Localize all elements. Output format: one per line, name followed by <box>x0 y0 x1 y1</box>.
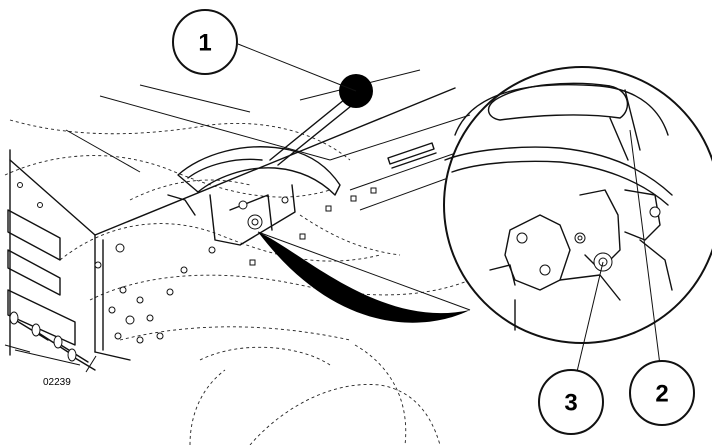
magnifier <box>257 66 712 344</box>
detail-view <box>444 82 673 331</box>
figure-id-leader <box>85 355 97 373</box>
leader-line-2 <box>629 129 661 366</box>
leader-line-3 <box>574 261 604 381</box>
leader-line-1 <box>237 43 357 92</box>
callout-3-label: 3 <box>564 390 577 417</box>
callout-1-label: 1 <box>198 30 211 57</box>
latch-handle <box>167 94 357 246</box>
callout-3: 3 <box>538 369 604 435</box>
background-contours <box>4 119 471 445</box>
callout-1: 1 <box>172 9 238 75</box>
callout-2: 2 <box>629 360 695 426</box>
figure-id: 02239 <box>43 377 71 388</box>
callout-2-label: 2 <box>655 381 668 408</box>
leader-lines <box>85 43 661 381</box>
screws <box>4 311 96 371</box>
chassis-holes <box>17 182 377 344</box>
